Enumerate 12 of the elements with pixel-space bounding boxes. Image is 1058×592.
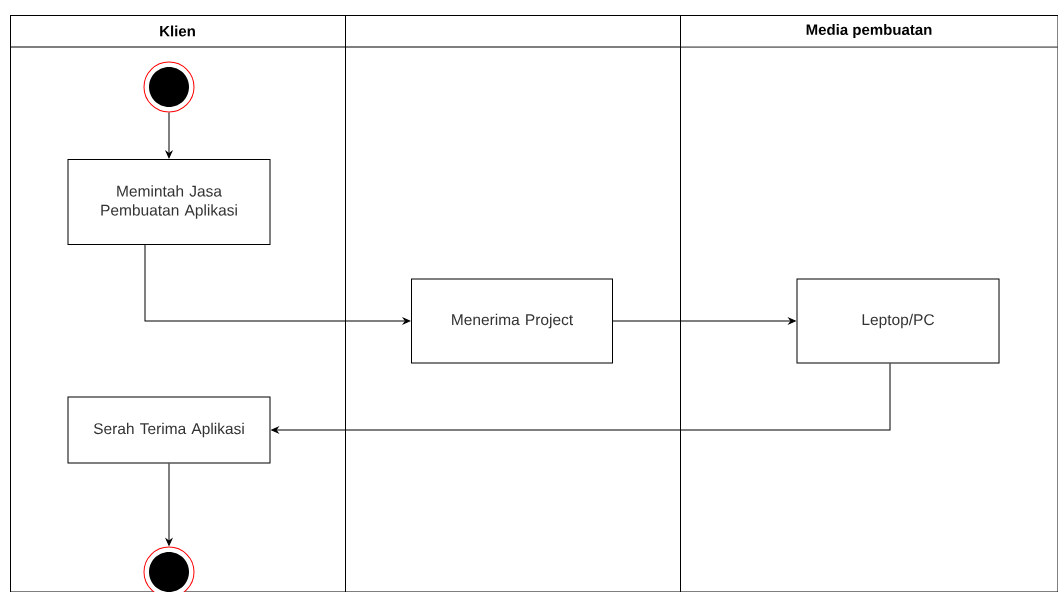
activity-box: Leptop/PC (796, 278, 1000, 364)
activity-box: Menerima Project (411, 278, 613, 364)
activity-box: Serah Terima Aplikasi (67, 396, 271, 464)
end-circle (143, 546, 195, 592)
arrow (612, 317, 796, 325)
arrow (271, 363, 891, 434)
arrow (165, 112, 173, 159)
activity-box: Memintah Jasa Pembuatan Aplikasi (67, 159, 271, 245)
arrow (144, 244, 411, 325)
swimlane (344, 15, 681, 592)
start-circle (143, 61, 195, 113)
arrow (165, 463, 173, 546)
